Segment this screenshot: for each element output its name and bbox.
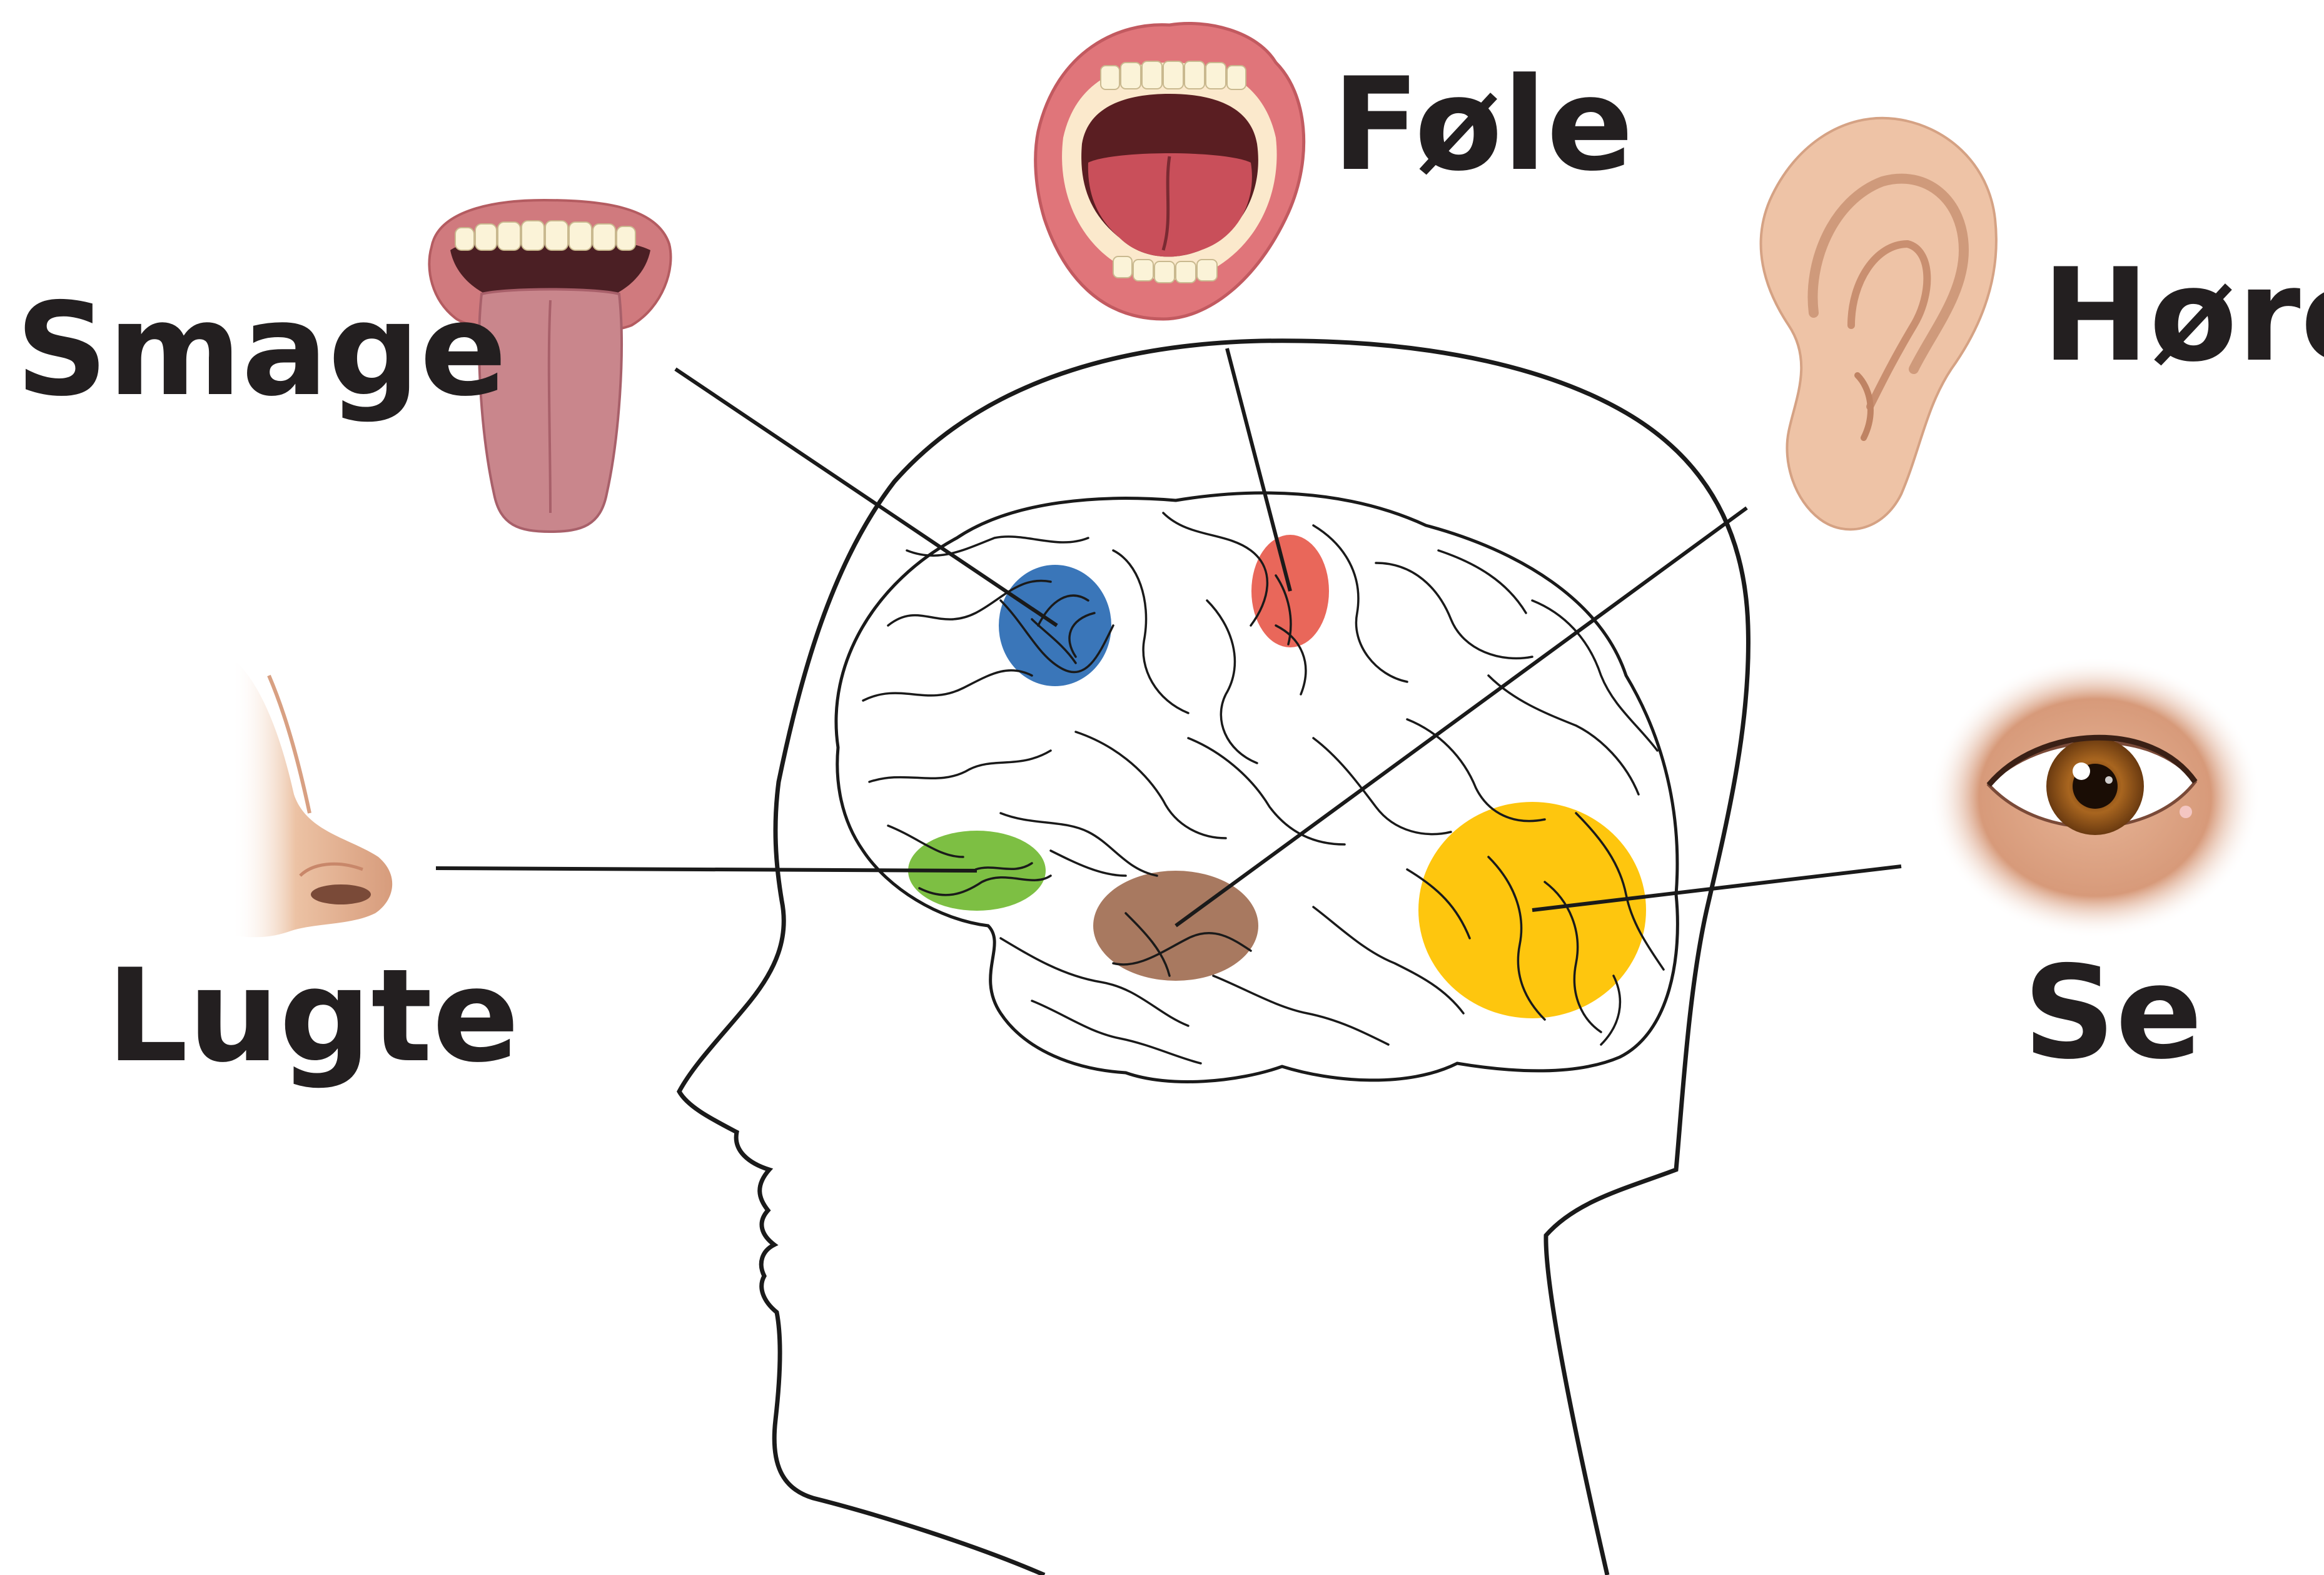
smage-connector bbox=[675, 369, 1057, 625]
eye-icon bbox=[1929, 657, 2261, 938]
se-label: Se bbox=[2023, 939, 2203, 1088]
brain bbox=[836, 493, 1677, 1081]
lugte-label: Lugte bbox=[106, 942, 519, 1091]
fole-label: Føle bbox=[1332, 51, 1634, 200]
hore-label: Høre bbox=[2042, 241, 2324, 390]
lugte-connector bbox=[436, 868, 977, 871]
ear-icon bbox=[1761, 118, 1996, 530]
nose-icon bbox=[231, 663, 392, 937]
open-mouth-icon bbox=[1036, 24, 1304, 320]
smage-label: Smage bbox=[16, 276, 507, 425]
